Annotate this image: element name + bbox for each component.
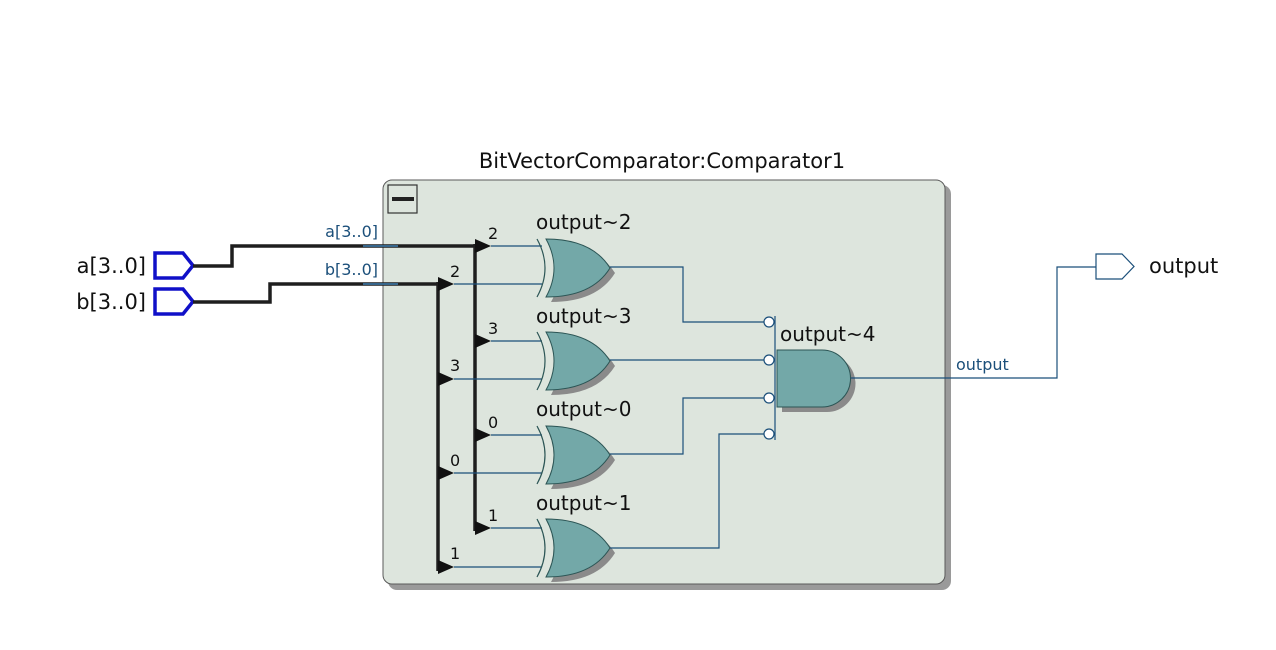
input-label-b: b[3..0] bbox=[76, 290, 146, 314]
input-port-a[interactable] bbox=[153, 251, 196, 280]
xor-gate-label-3: output~0 bbox=[536, 397, 631, 421]
xor-gate-output-3[interactable] bbox=[536, 331, 615, 395]
xor-gate-label-2: output~3 bbox=[536, 304, 631, 328]
tap-b-2 bbox=[438, 277, 454, 291]
output-port-shape bbox=[1095, 253, 1135, 280]
tap-a-0 bbox=[475, 428, 491, 442]
output-port[interactable] bbox=[1095, 253, 1135, 280]
output-net-label: output bbox=[956, 355, 1009, 374]
bit-label-a-gate3: 0 bbox=[488, 413, 498, 432]
module-block[interactable] bbox=[382, 179, 951, 590]
bit-label-b-gate3: 0 bbox=[450, 451, 460, 470]
collapse-button[interactable] bbox=[387, 184, 418, 214]
and-gate-label: output~4 bbox=[780, 322, 875, 346]
minus-icon bbox=[392, 197, 414, 201]
xor-gate-label-4: output~1 bbox=[536, 491, 631, 515]
bit-label-b-gate2: 3 bbox=[450, 356, 460, 375]
xor-input-wires bbox=[454, 245, 542, 568]
bit-label-b-gate1: 2 bbox=[450, 262, 460, 281]
tap-b-1 bbox=[438, 560, 454, 574]
bus-wire-b[interactable] bbox=[193, 282, 438, 304]
tap-b-3 bbox=[438, 372, 454, 386]
bit-label-a-gate2: 3 bbox=[488, 319, 498, 338]
xor-gate-output-0[interactable] bbox=[536, 425, 615, 489]
input-port-a-shape bbox=[153, 251, 196, 280]
tap-a-2 bbox=[475, 239, 491, 253]
bus-label-a: a[3..0] bbox=[325, 222, 378, 241]
xor-gate-output-2[interactable] bbox=[536, 238, 615, 302]
xor-to-and-wires bbox=[610, 266, 764, 549]
xor-gate-label-1: output~2 bbox=[536, 210, 631, 234]
input-port-b-shape bbox=[153, 287, 196, 316]
output-net-wire[interactable] bbox=[851, 266, 1096, 379]
xor-gate-output-1[interactable] bbox=[536, 518, 615, 582]
module-title: BitVectorComparator:Comparator1 bbox=[479, 149, 845, 173]
bus-taps bbox=[438, 239, 491, 574]
module-body bbox=[382, 179, 946, 585]
and-input-bubbles bbox=[763, 316, 776, 440]
tap-a-3 bbox=[475, 334, 491, 348]
input-port-b[interactable] bbox=[153, 287, 196, 316]
tap-a-1 bbox=[475, 521, 491, 535]
bus-label-b: b[3..0] bbox=[325, 260, 378, 279]
input-label-a: a[3..0] bbox=[77, 254, 146, 278]
bit-label-a-gate4: 1 bbox=[488, 506, 498, 525]
bus-wire-a[interactable] bbox=[193, 244, 475, 268]
bit-label-a-gate1: 2 bbox=[488, 224, 498, 243]
bit-label-b-gate4: 1 bbox=[450, 544, 460, 563]
output-port-label: output bbox=[1149, 254, 1218, 278]
tap-b-0 bbox=[438, 466, 454, 480]
and-gate-output-4[interactable] bbox=[776, 349, 856, 412]
